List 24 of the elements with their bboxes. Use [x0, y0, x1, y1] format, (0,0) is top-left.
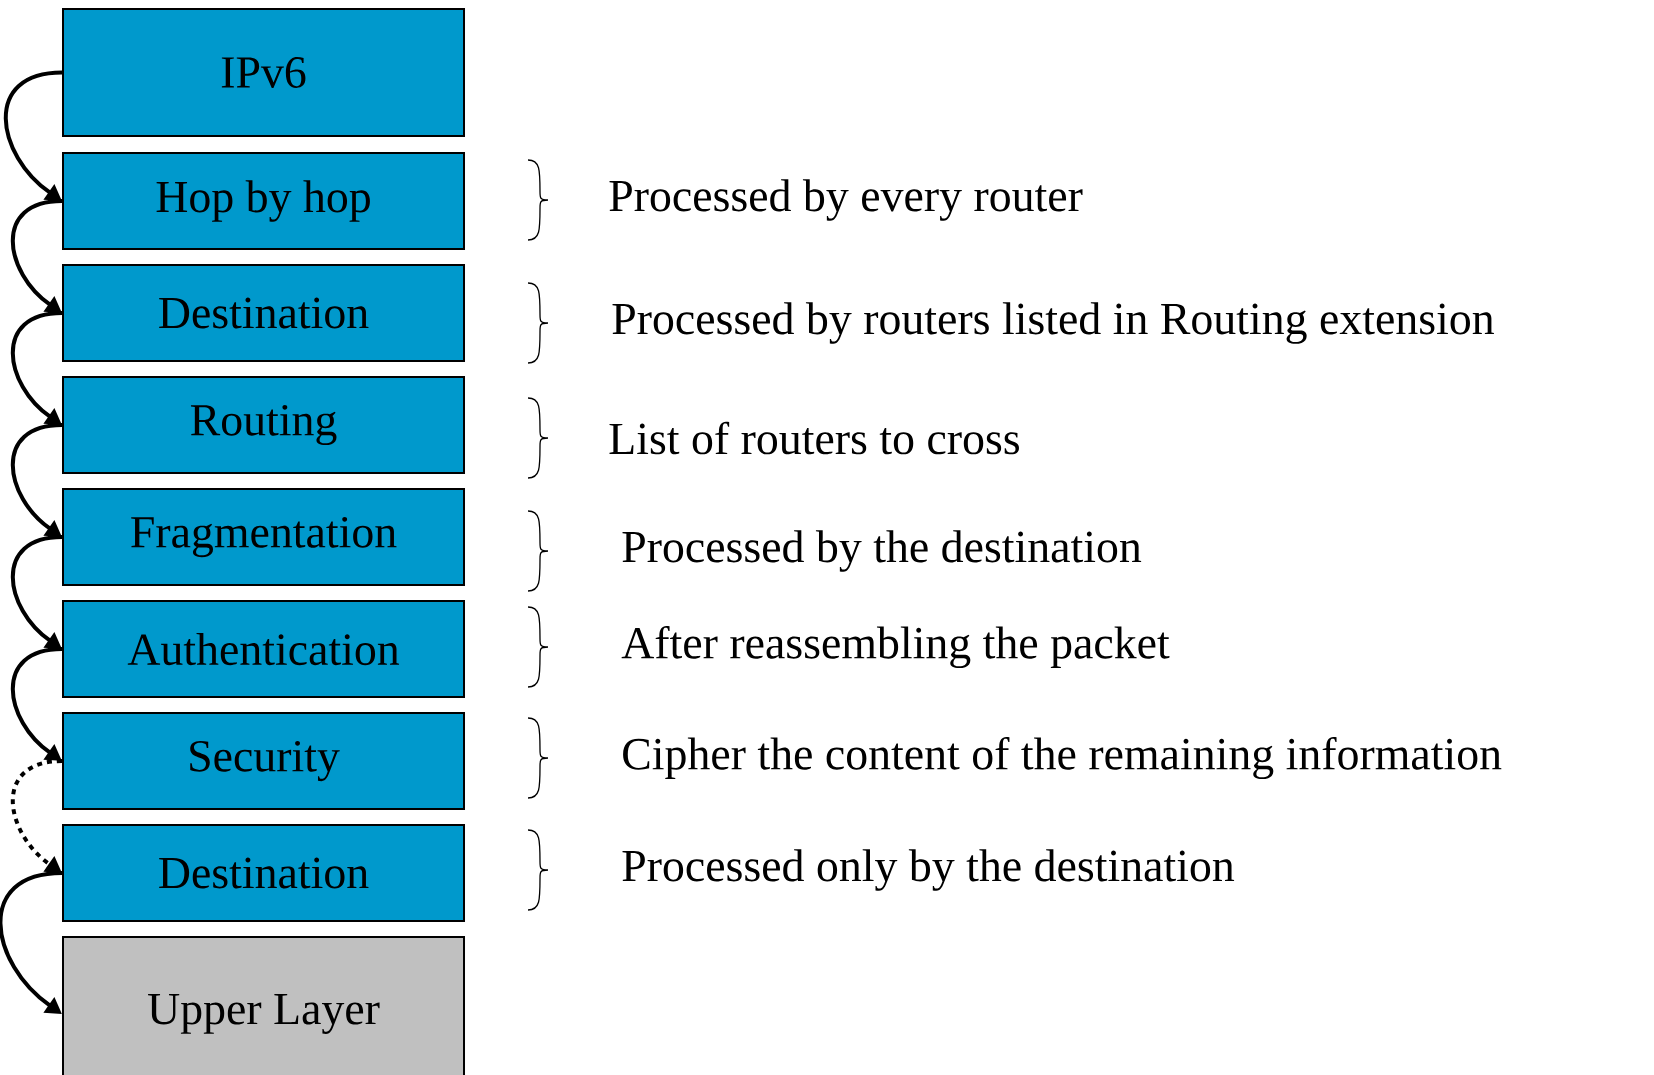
layer-box: Routing: [62, 376, 465, 474]
arrow: [10, 199, 63, 313]
description-text: Processed by routers listed in Routing extension: [612, 302, 1494, 344]
layer-box: Destination: [62, 264, 465, 362]
layer-box: Destination: [62, 824, 465, 922]
description-text: Processed by every router: [609, 179, 1083, 221]
layer-box: Fragmentation: [62, 488, 465, 586]
description-text: Cipher the content of the remaining information: [623, 736, 1502, 780]
arrow: [10, 423, 63, 537]
description-text: Processed by the destination: [622, 530, 1142, 572]
layer-box: Upper Layer: [62, 936, 465, 1075]
arrow: [0, 871, 63, 1014]
layer-box: Authentication: [62, 600, 465, 698]
arrow: [10, 759, 63, 873]
layer-box: Hop by hop: [62, 152, 465, 250]
description-text: After reassembling the packet: [621, 625, 1170, 669]
arrow: [10, 535, 63, 649]
description-text: List of routers to cross: [609, 421, 1019, 455]
arrow: [3, 70, 63, 201]
layer-box: Security: [62, 712, 465, 810]
arrow: [10, 311, 63, 425]
arrow: [10, 647, 63, 761]
description-text: Processed only by the destination: [622, 849, 1235, 891]
layer-box: IPv6: [62, 8, 465, 137]
